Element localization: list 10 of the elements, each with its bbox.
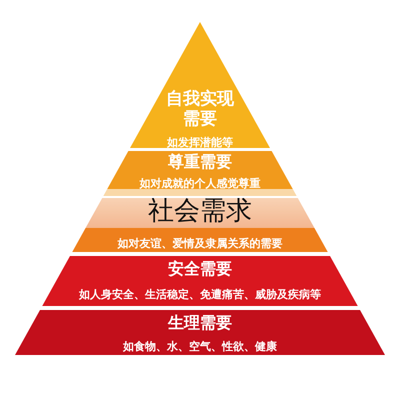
tier-title: 安全需要 — [168, 259, 232, 280]
tier-description: 如对成就的个人感觉尊重 — [140, 176, 260, 191]
tier-description: 如对友谊、爱情及隶属关系的需要 — [118, 236, 282, 251]
tier-description: 如食物、水、空气、性欲、健康 — [123, 339, 277, 354]
tier-title: 尊重需要 — [168, 152, 232, 173]
tier-title: 生理需要 — [168, 313, 232, 334]
tier-title: 社会需求 — [148, 195, 252, 228]
tier-title: 自我实现需要 — [165, 90, 235, 130]
tier-description: 如发挥潜能等 — [167, 135, 233, 150]
tier-description: 如人身安全、生活稳定、免遭痛苦、威胁及疾病等 — [79, 287, 321, 302]
